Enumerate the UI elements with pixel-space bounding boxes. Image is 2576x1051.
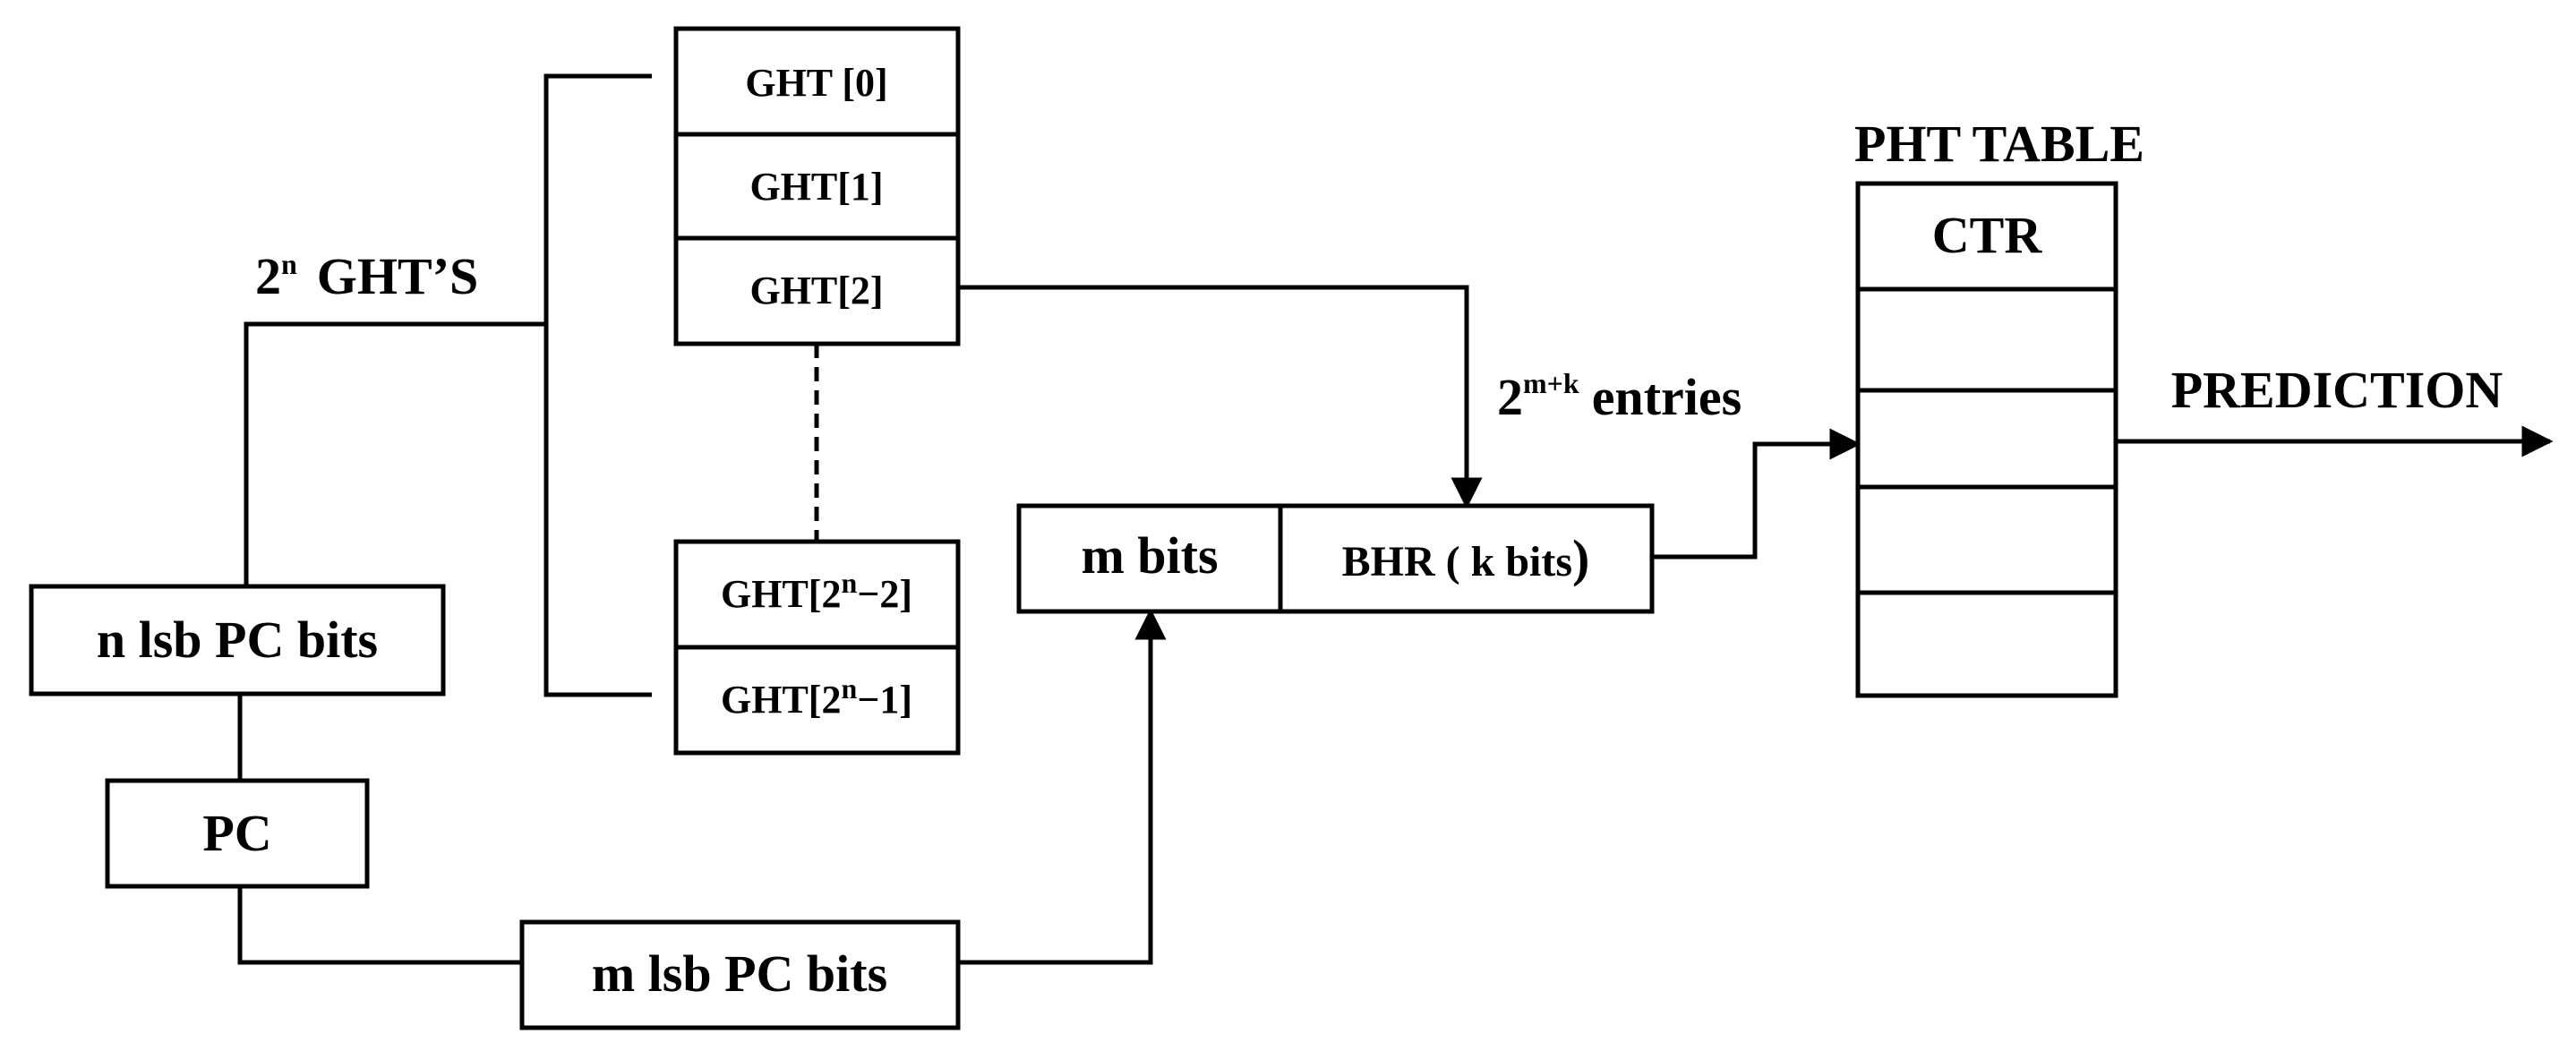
m-lsb-to-m-bits-wire xyxy=(958,608,1167,965)
ght-0-cell xyxy=(673,26,961,137)
ctr-label: CTR xyxy=(1932,206,2043,264)
prediction-label: PREDICTION xyxy=(2171,361,2503,419)
ght-n2-label: GHT[2n−2] xyxy=(721,567,912,616)
ght-2-cell xyxy=(673,235,961,346)
ght2-to-bhr-wire xyxy=(958,285,1483,509)
pc-label: PC xyxy=(202,804,271,862)
m-lsb-pc-bits-label: m lsb PC bits xyxy=(592,944,887,1003)
ght-table-group: GHT [0] GHT[1] GHT[2] GHT[2n−2] GHT[2n−1… xyxy=(673,26,961,756)
ght-1-label: GHT[1] xyxy=(749,165,883,209)
ght-bracket xyxy=(543,73,652,697)
pc-box xyxy=(105,778,370,889)
pc-to-m-lsb-wire xyxy=(237,886,522,965)
ght-2-label: GHT[2] xyxy=(749,269,883,312)
index-register-box xyxy=(1016,503,1655,614)
m-bits-label: m bits xyxy=(1081,526,1218,585)
pht-table: CTR xyxy=(1855,181,2118,698)
n-lsb-pc-bits-label: n lsb PC bits xyxy=(97,611,378,669)
ght-0-label: GHT [0] xyxy=(745,61,887,105)
ght-1-cell xyxy=(673,132,961,241)
pht-row xyxy=(1855,484,2118,595)
index-to-pht-wire xyxy=(1652,428,1861,560)
pht-ctr-cell xyxy=(1855,181,2118,292)
bhr-label: BHR ( k bits) xyxy=(1342,529,1590,587)
pht-table-title: PHT TABLE xyxy=(1854,115,2144,173)
ght-n1-label: GHT[2n−1] xyxy=(721,672,912,722)
n-lsb-pc-bits-box xyxy=(29,584,446,696)
m-lsb-pc-bits-box xyxy=(519,919,961,1030)
pht-row xyxy=(1855,590,2118,698)
pht-row xyxy=(1855,286,2118,393)
n-lsb-to-ght-wire xyxy=(244,321,546,586)
pht-row xyxy=(1855,388,2118,490)
ght-n1-cell xyxy=(673,645,961,756)
